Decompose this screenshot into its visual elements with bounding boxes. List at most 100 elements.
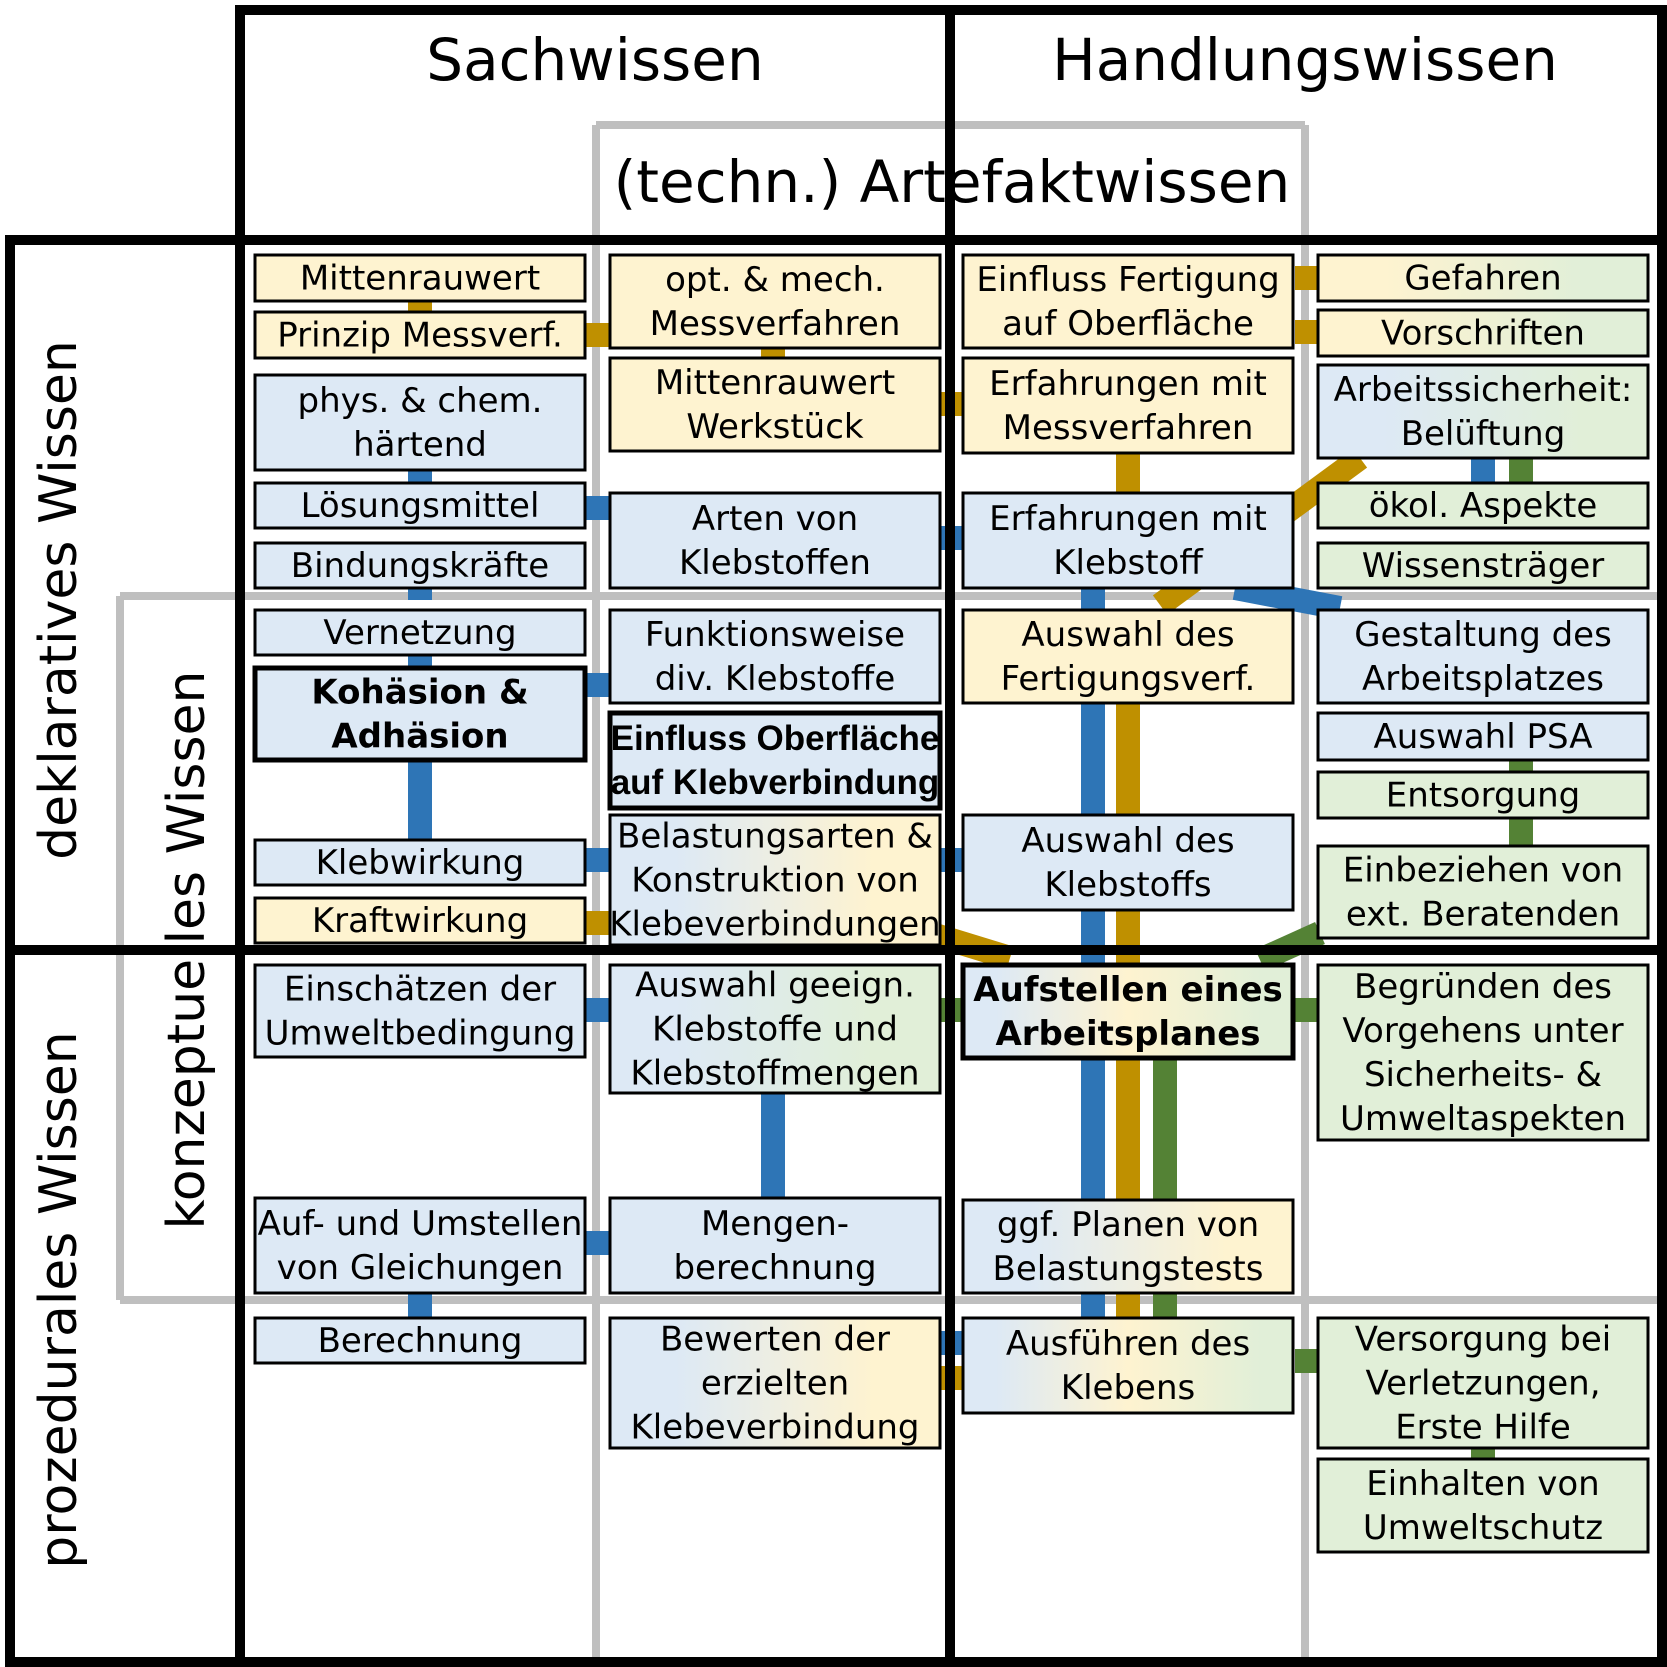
box-kraftwirkung: Kraftwirkung [253,896,587,945]
box-gefahren: Gefahren [1316,253,1650,303]
box-label: Klebens [1061,1368,1195,1408]
box-label: Klebstoff [1053,543,1204,583]
box-rect [253,541,587,590]
box-label: härtend [353,425,487,465]
box-label: Einfluss Oberfläche [611,719,940,758]
box-rect [253,373,587,472]
box-label: ökol. Aspekte [1369,486,1598,526]
box-label: Klebstoffen [679,543,871,583]
box-opt-mech-messverfahren: opt. & mech.Messverfahren [608,253,942,350]
box-rect [961,356,1295,455]
box-rect [1316,253,1650,303]
box-label: Messverfahren [1003,408,1254,448]
box-rect [1316,844,1650,940]
box-label: div. Klebstoffe [655,659,896,699]
box-label: Klebstoffe und [652,1010,898,1050]
box-label: Gefahren [1404,259,1561,299]
box-rect [608,813,942,947]
box-rect [608,963,942,1095]
box-label: Bewerten der [660,1320,890,1360]
box-vernetzung: Vernetzung [253,608,587,657]
box-rect [1316,770,1650,820]
box-label: Messverfahren [650,304,901,344]
box-rect [608,1196,942,1295]
box-rect [253,481,587,530]
box-label: Sicherheits- & [1364,1055,1602,1095]
box-label: Erfahrungen mit [989,499,1267,539]
box-klebwirkung: Klebwirkung [253,838,587,887]
box-berechnung: Berechnung [253,1316,587,1365]
box-label: von Gleichungen [277,1248,564,1288]
box-label: Erste Hilfe [1395,1408,1571,1448]
box-mittenrauwert: Mittenrauwert [253,253,587,303]
connector-35 [1232,576,1343,620]
box-rect [608,356,942,453]
box-label: opt. & mech. [665,260,885,300]
box-label: Einbeziehen von [1343,851,1623,891]
box-label: Vorgehens unter [1342,1011,1623,1051]
box-label: Gestaltung des [1354,615,1612,655]
box-label: Begründen des [1354,967,1612,1007]
box-label: ggf. Planen von [997,1205,1259,1245]
box-rect [961,608,1295,705]
box-label: Auswahl geeign. [635,966,915,1006]
box-label: Verletzungen, [1365,1364,1600,1404]
box-rect [253,963,587,1059]
box-rect [1316,541,1650,590]
box-label: Berechnung [318,1321,523,1361]
box-label: Klebwirkung [316,843,525,883]
box-rect [608,491,942,590]
header-handlungswissen: Handlungswissen [1052,26,1558,94]
box-label: Erfahrungen mit [989,364,1267,404]
box-rect [1316,481,1650,530]
box-label: Kohäsion & [311,673,528,713]
box-label: Fertigungsverf. [1001,659,1256,699]
box-label: Einschätzen der [284,970,556,1010]
box-phys-chem-haertend: phys. & chem.härtend [253,373,587,472]
box-label: Arbeitsplanes [995,1014,1260,1054]
box-label: Arten von [692,499,858,539]
box-rect [1316,308,1650,358]
box-rect [253,253,587,303]
box-rect [1316,1316,1650,1450]
box-rect [608,608,942,705]
box-label: Adhäsion [331,717,508,757]
box-label: Auswahl des [1021,821,1234,861]
box-label: erzielten [701,1364,849,1404]
box-label: Lösungsmittel [301,486,540,526]
box-rect [253,608,587,657]
box-loesungsmittel: Lösungsmittel [253,481,587,530]
box-rect [253,1196,587,1295]
box-rect [1316,608,1650,705]
box-label: Einhalten von [1366,1464,1599,1504]
box-label: Klebeverbindung [630,1408,919,1448]
box-wissenstraeger: Wissensträger [1316,541,1650,590]
box-rect [253,1316,587,1365]
box-label: Auf- und Umstellen [258,1204,583,1244]
box-label: berechnung [673,1248,876,1288]
box-label: Konstruktion von [631,861,919,901]
box-label: Vernetzung [323,613,516,653]
box-auswahl-psa: Auswahl PSA [1316,711,1650,762]
box-rect [961,253,1295,350]
box-vorschriften: Vorschriften [1316,308,1650,358]
box-label: Vorschriften [1381,314,1585,354]
box-arbeitssicherheit-belueftung: Arbeitssicherheit:Belüftung [1316,363,1650,460]
box-label: Einfluss Fertigung [976,260,1279,300]
